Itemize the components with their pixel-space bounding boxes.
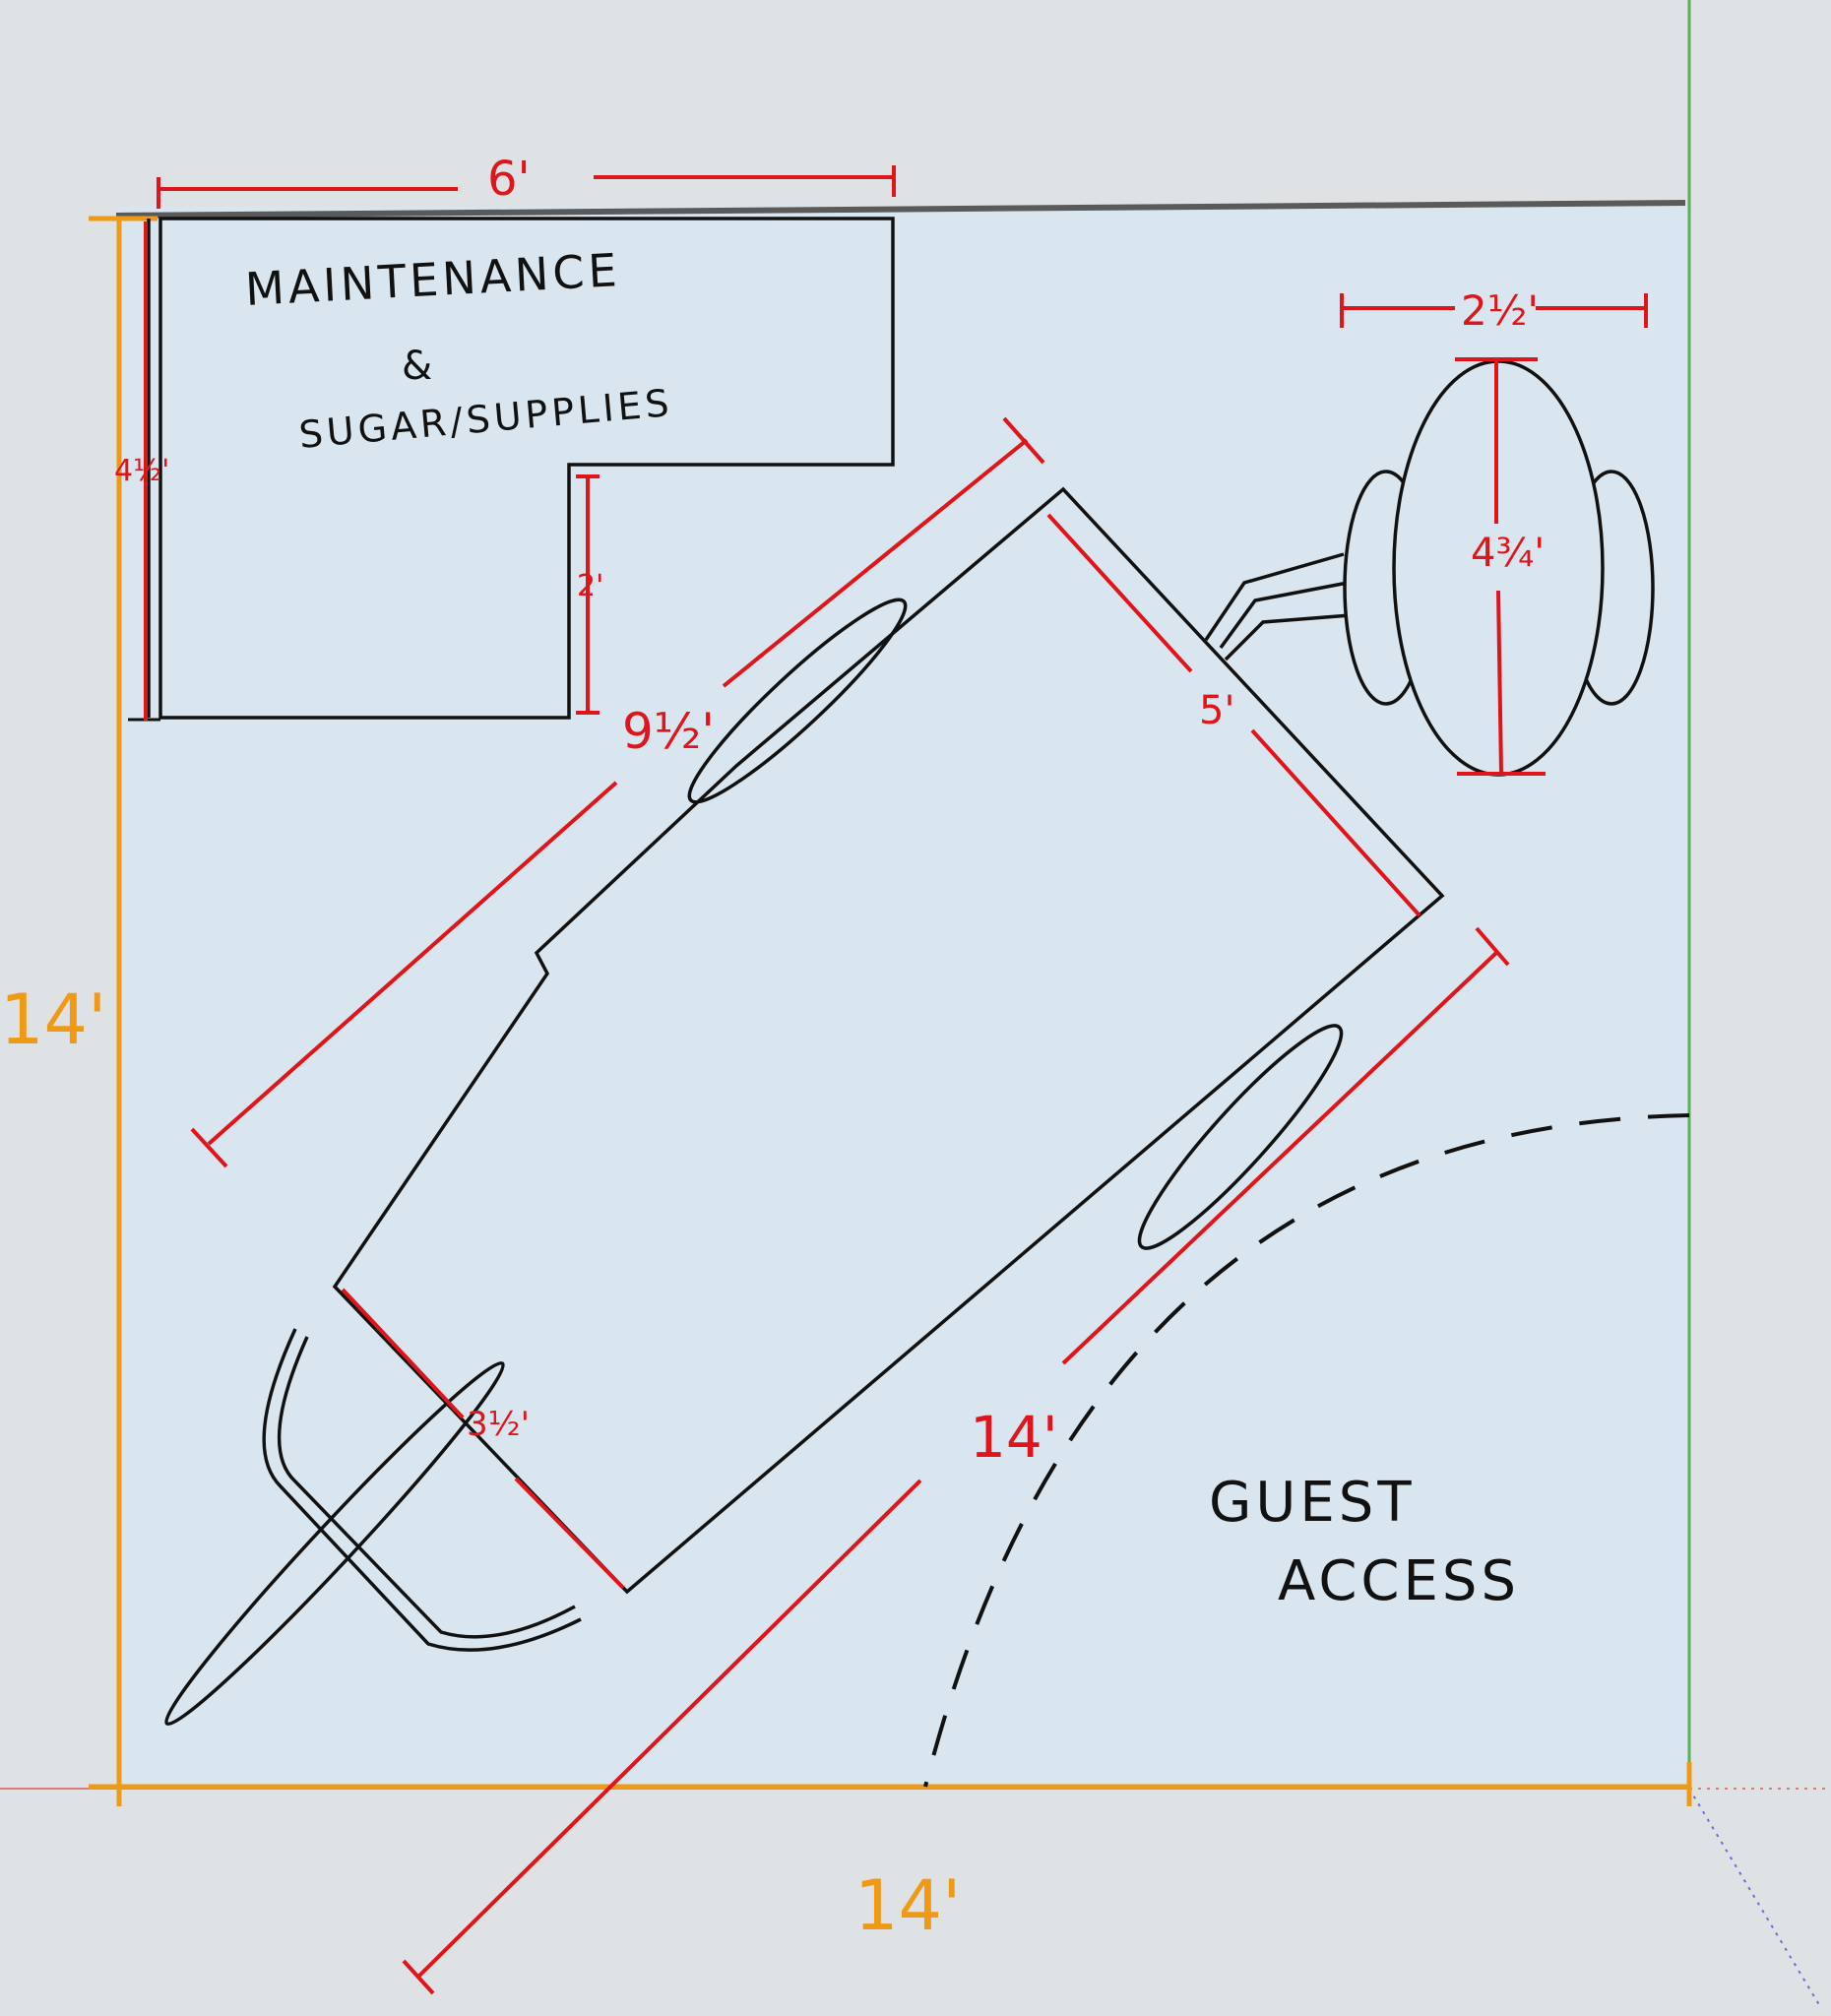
seat-unit (1343, 359, 1655, 777)
room-height-label: 14' (0, 979, 106, 1060)
vehicle-tow-hitch (262, 1328, 582, 1652)
vehicle-dimension-lines (190, 416, 1510, 1995)
vehicle-front-wheel (687, 598, 908, 804)
storage-title-line2: & (402, 344, 436, 389)
seat-width-label: 2½' (1461, 286, 1539, 335)
vehicle-rear-wheel-left (164, 1360, 505, 1727)
room-width-label: 14' (854, 1865, 961, 1946)
vehicle-front-width-label: 5' (1199, 688, 1234, 733)
seat-height-label: 4¾' (1471, 531, 1545, 576)
vehicle-rear-wheel (1137, 1024, 1344, 1250)
guest-access-line1: GUEST (1209, 1471, 1416, 1535)
vehicle-length-label: 9½' (622, 703, 715, 760)
vehicle-front-arms (1204, 552, 1352, 662)
room-top-wall (115, 200, 1686, 219)
storage-height-label: 4½' (114, 454, 169, 488)
vehicle-diagonal-label: 14' (970, 1404, 1058, 1471)
seat-dimension-lines (1340, 293, 1648, 776)
storage-width-label: 6' (487, 152, 531, 207)
storage-dimension-lines (144, 165, 896, 721)
vehicle-rear-width-label: 3½' (467, 1405, 530, 1444)
storage-notch-label: 2' (577, 569, 603, 603)
guest-access-arc (923, 1113, 1690, 1788)
storage-area (158, 217, 895, 720)
vehicle-body (332, 486, 1445, 1595)
blue-axis-guide-dotted (1688, 1788, 1822, 2009)
room-dimension-lines (89, 216, 1692, 1806)
guest-access-line2: ACCESS (1278, 1549, 1520, 1613)
